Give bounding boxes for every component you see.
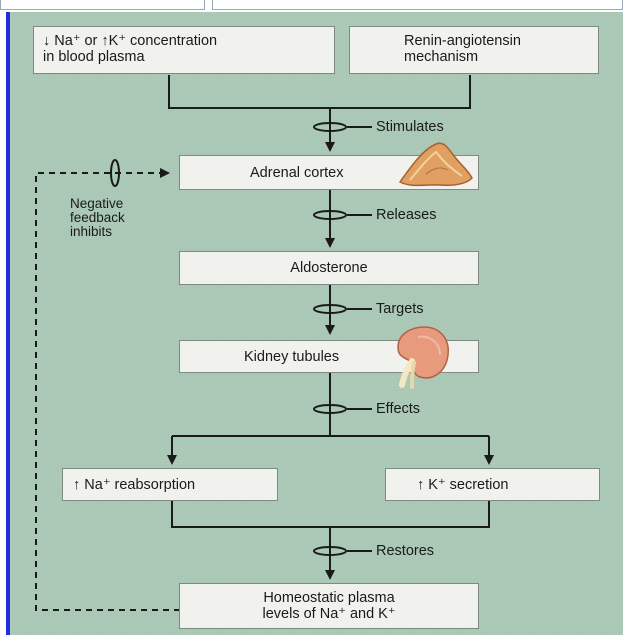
adrenal-cortex-label: Adrenal cortex bbox=[250, 165, 344, 181]
homeostatic-line1: Homeostatic plasma bbox=[263, 590, 395, 606]
accent-bar bbox=[6, 12, 10, 635]
k-secretion-label: ↑ K⁺ secretion bbox=[417, 477, 509, 493]
aldosterone-label: Aldosterone bbox=[290, 260, 368, 276]
negative-feedback-label: Negative feedback inhibits bbox=[70, 197, 125, 239]
adrenal-gland-icon bbox=[398, 142, 473, 187]
low-ion-line1: ↓ Na⁺ or ↑K⁺ concentration bbox=[43, 33, 218, 49]
feedback-line2: feedback bbox=[70, 210, 125, 225]
top-tab-left bbox=[0, 0, 205, 10]
kidney-icon bbox=[397, 326, 449, 389]
restores-label: Restores bbox=[376, 543, 435, 559]
feedback-line1: Negative bbox=[70, 196, 124, 211]
homeostatic-line2: levels of Na⁺ and K⁺ bbox=[262, 606, 396, 622]
left-frame bbox=[0, 12, 7, 635]
feedback-line3: inhibits bbox=[70, 224, 113, 239]
releases-label: Releases bbox=[376, 207, 437, 223]
k-secretion-box: ↑ K⁺ secretion bbox=[385, 468, 600, 501]
targets-label: Targets bbox=[376, 301, 424, 317]
diagram-panel bbox=[10, 12, 623, 635]
renin-angiotensin-box: Renin-angiotensin mechanism bbox=[349, 26, 599, 74]
kidney-tubules-label: Kidney tubules bbox=[244, 349, 340, 365]
renin-line2: mechanism bbox=[404, 49, 479, 65]
renin-line1: Renin-angiotensin bbox=[404, 33, 521, 49]
na-reabsorption-label: ↑ Na⁺ reabsorption bbox=[73, 477, 196, 493]
na-reabsorption-box: ↑ Na⁺ reabsorption bbox=[62, 468, 278, 501]
effects-label: Effects bbox=[376, 401, 421, 417]
low-ion-concentration-box: ↓ Na⁺ or ↑K⁺ concentration in blood plas… bbox=[33, 26, 335, 74]
low-ion-line2: in blood plasma bbox=[43, 49, 145, 65]
stimulates-label: Stimulates bbox=[376, 119, 444, 135]
homeostatic-levels-box: Homeostatic plasma levels of Na⁺ and K⁺ bbox=[179, 583, 479, 629]
aldosterone-box: Aldosterone bbox=[179, 251, 479, 285]
